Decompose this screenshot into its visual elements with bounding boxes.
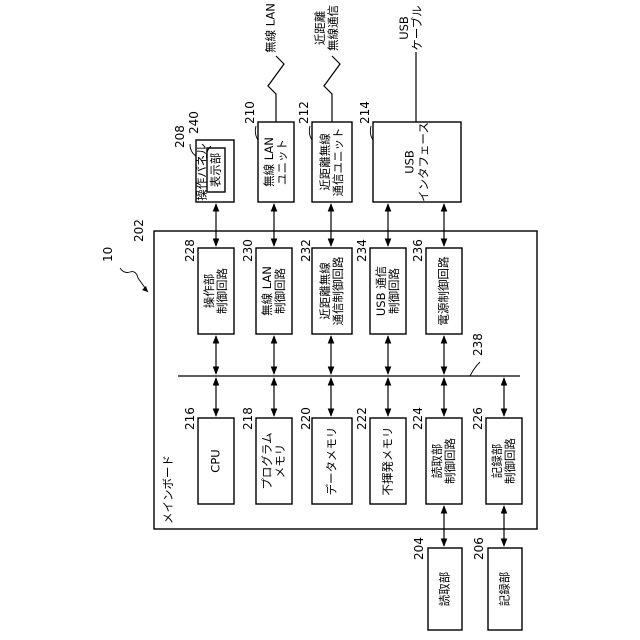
module-label-218-line-1: プログラム <box>260 432 274 489</box>
figure-number: 10 <box>101 247 115 262</box>
controller-label-234: USB 通信制御回路 <box>374 266 401 316</box>
external-bottom-label-206-line-1: 記録部 <box>498 572 512 607</box>
nfc-unit-label-line-1: 近距離無線 <box>318 133 332 191</box>
module-label-220-line-1: データメモリ <box>325 427 339 496</box>
module-label-226: 記録部制御回路 <box>490 438 517 484</box>
controller-label-230: 無線 LAN制御回路 <box>260 266 287 316</box>
module-label-226-line-1: 記録部 <box>490 444 504 479</box>
nfc-signal-label-line-1: 近距離 <box>313 10 327 45</box>
nfc-signal <box>324 56 340 122</box>
nfc-signal-label-line-2: 無線通信 <box>326 5 340 51</box>
ref-236: 236 <box>411 239 425 262</box>
module-label-220: データメモリ <box>325 427 339 496</box>
ref-212: 212 <box>297 101 311 124</box>
usb-cable-label-line-2: ケーブル <box>410 5 424 50</box>
display-unit-label-line-1: 表示部 <box>209 153 223 188</box>
controller-label-234-line-2: 制御回路 <box>387 268 401 314</box>
usb-cable-label: USBケーブル <box>397 5 424 50</box>
ref-204: 204 <box>412 537 426 560</box>
ref-240: 240 <box>187 111 201 134</box>
ref-238: 238 <box>471 333 485 356</box>
module-label-224-line-2: 制御回路 <box>443 438 457 484</box>
ref-214: 214 <box>358 101 372 124</box>
controller-label-230-line-2: 制御回路 <box>273 268 287 314</box>
ref-226: 226 <box>471 407 485 430</box>
module-label-216-line-1: CPU <box>209 449 223 472</box>
controller-label-234-line-1: USB 通信 <box>374 266 388 316</box>
ref-216: 216 <box>183 407 197 430</box>
ref-228: 228 <box>183 239 197 262</box>
wireless-lan-signal-label-line-1: 無線 LAN <box>264 3 278 53</box>
nfc-unit-label: 近距離無線通信ユニット <box>318 128 345 197</box>
wireless-lan-unit-label: 無線 LANユニット <box>262 137 289 187</box>
module-label-218-line-2: メモリ <box>273 444 287 479</box>
module-label-222-line-1: 不揮発メモリ <box>381 427 395 496</box>
ref-224: 224 <box>411 407 425 430</box>
module-label-224-line-1: 読取部 <box>430 444 444 479</box>
ref-208: 208 <box>173 125 187 148</box>
controller-label-232-line-2: 通信制御回路 <box>331 256 345 325</box>
module-label-222: 不揮発メモリ <box>381 427 395 496</box>
nfc-unit-label-line-2: 通信ユニット <box>331 128 345 197</box>
ref-218: 218 <box>241 407 255 430</box>
nfc-signal-label: 近距離無線通信 <box>313 5 340 51</box>
controller-label-236-line-1: 電源制御回路 <box>437 256 451 325</box>
ref-210: 210 <box>243 101 257 124</box>
usb-interface-label-line-1: USB <box>403 150 417 174</box>
operation-panel-label-line-1: 操作パネル <box>195 143 209 201</box>
controller-label-228-line-1: 操作部 <box>202 274 216 309</box>
controller-label-232: 近距離無線通信制御回路 <box>318 256 345 325</box>
module-label-226-line-2: 制御回路 <box>503 438 517 484</box>
controller-label-228-line-2: 制御回路 <box>215 268 229 314</box>
wireless-lan-signal <box>268 56 284 122</box>
ref-232: 232 <box>299 239 313 262</box>
ref-234: 234 <box>355 239 369 262</box>
ref-220: 220 <box>299 407 313 430</box>
display-unit-label: 表示部 <box>209 153 223 188</box>
wireless-lan-unit-label-line-1: 無線 LAN <box>262 137 276 187</box>
main-board-label: メインボード <box>161 455 175 524</box>
wireless-lan-unit-label-line-2: ユニット <box>275 139 289 185</box>
controller-label-230-line-1: 無線 LAN <box>260 266 274 316</box>
external-bottom-label-206: 記録部 <box>498 572 512 607</box>
external-bottom-label-204: 読取部 <box>438 572 452 607</box>
controller-label-236: 電源制御回路 <box>437 256 451 325</box>
operation-panel-label: 操作パネル <box>195 143 209 201</box>
controller-label-232-line-1: 近距離無線 <box>318 262 332 320</box>
module-label-216: CPU <box>209 449 223 472</box>
usb-interface-label-line-2: インタフェース <box>417 122 431 202</box>
ref-206: 206 <box>472 537 486 560</box>
ref-222: 222 <box>355 407 369 430</box>
usb-cable-label-line-1: USB <box>397 16 411 40</box>
module-label-224: 読取部制御回路 <box>430 438 457 484</box>
external-bottom-label-204-line-1: 読取部 <box>438 572 452 607</box>
main-board-ref: 202 <box>132 219 146 242</box>
wireless-lan-signal-label: 無線 LAN <box>264 3 278 53</box>
ref-230: 230 <box>241 239 255 262</box>
controller-label-228: 操作部制御回路 <box>202 268 229 314</box>
